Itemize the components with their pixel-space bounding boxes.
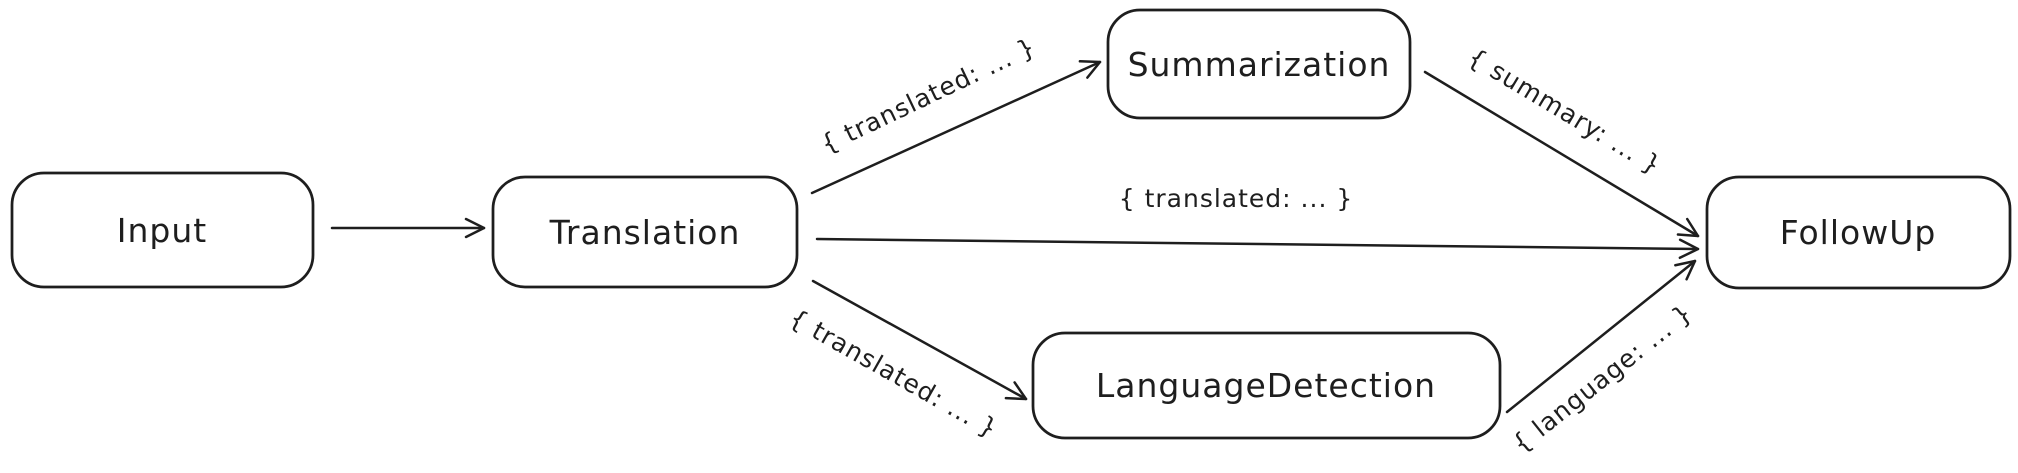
edge-translation-to-summarization	[810, 60, 1102, 195]
node-summarization-box	[1106, 8, 1412, 120]
edge-translation-to-language-detection	[811, 279, 1028, 401]
node-followup-label: FollowUp	[1780, 213, 1937, 252]
node-summarization: Summarization	[1106, 8, 1412, 120]
edge-label-summary: { summary: ... }	[1463, 42, 1667, 180]
node-language-detection-box	[1031, 331, 1502, 440]
edge-label-translated-middle: { translated: ... }	[1119, 184, 1354, 213]
node-translation-label: Translation	[549, 213, 741, 252]
node-language-detection: LanguageDetection	[1031, 331, 1502, 440]
node-translation-box	[491, 175, 799, 289]
node-summarization-label: Summarization	[1128, 45, 1391, 84]
node-followup-box	[1705, 175, 2012, 290]
node-input-label: Input	[117, 211, 207, 250]
node-translation: Translation	[491, 175, 799, 289]
edge-label-translated-bottom: { translated: ... }	[785, 303, 1003, 444]
node-language-detection-label: LanguageDetection	[1096, 366, 1436, 405]
edge-language-detection-to-followup	[1505, 259, 1697, 414]
edge-summarization-to-followup	[1423, 70, 1700, 238]
node-input-box	[10, 171, 315, 289]
edge-label-language: { language: ... }	[1507, 298, 1698, 458]
node-followup: FollowUp	[1705, 175, 2012, 290]
edge-translation-to-followup	[815, 237, 1700, 260]
node-input: Input	[10, 171, 315, 289]
